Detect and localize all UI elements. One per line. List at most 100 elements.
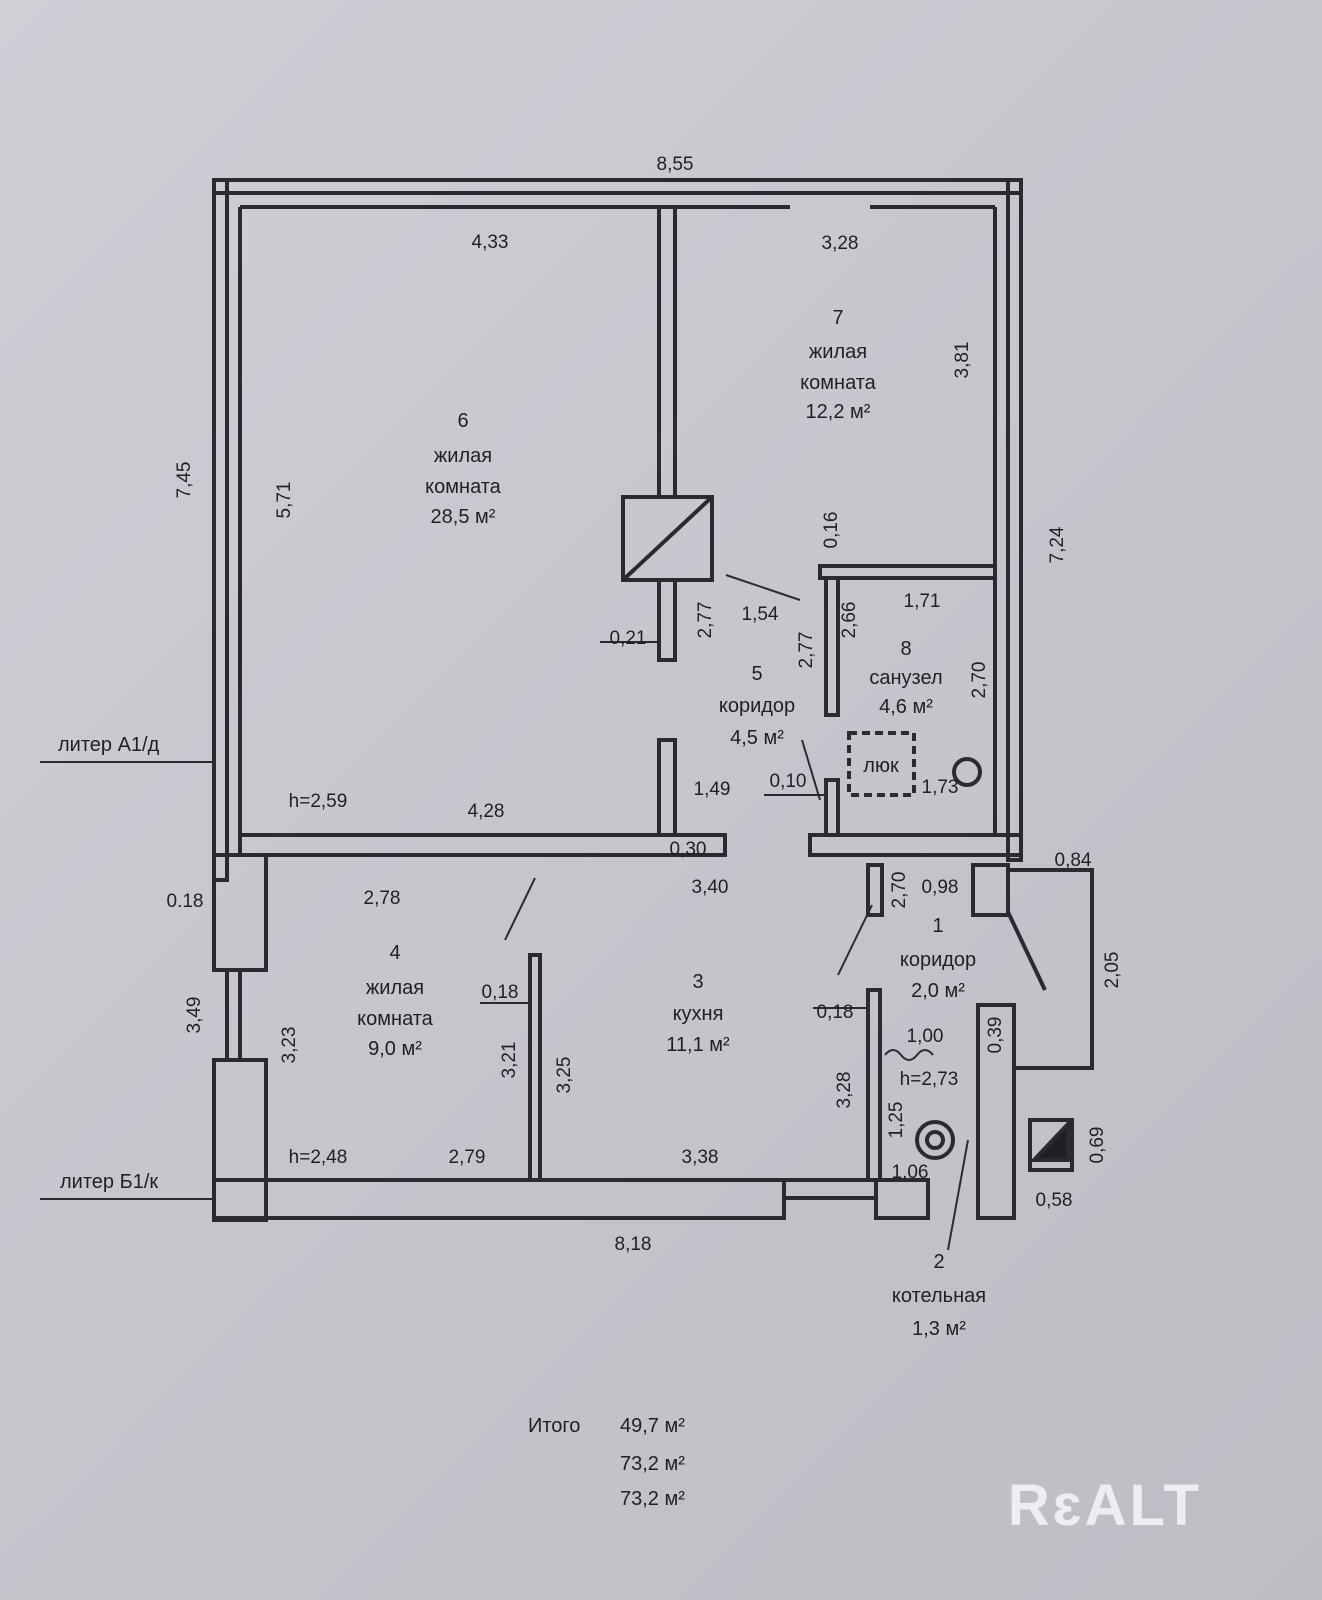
leader-boiler <box>947 1139 969 1251</box>
corr1-left-wall <box>866 863 884 917</box>
dim-left-outer-lower: 3,49 <box>184 997 205 1034</box>
left-outer-wall-upper <box>212 178 229 882</box>
room8-line1: санузел <box>869 667 942 689</box>
room6-line1: жилая <box>434 445 492 467</box>
corr1-right-block <box>971 863 1010 917</box>
liter-a-label: литер А1/д <box>58 734 160 756</box>
dim-wall-018-mid: 0,18 <box>482 982 519 1003</box>
dim-wall-039: 0,39 <box>985 1017 1006 1054</box>
dim-boiler-125: 1,25 <box>886 1102 907 1139</box>
room3-line1: кухня <box>673 1003 724 1025</box>
stove-diagonal <box>621 495 714 582</box>
right-outer-wall <box>1006 178 1023 862</box>
room4-num: 4 <box>389 942 400 964</box>
partition-6-5 <box>657 578 677 662</box>
dim-wall-030: 0,30 <box>670 839 707 860</box>
dim-right-outer: 7,24 <box>1047 526 1068 563</box>
partition-6-7 <box>657 205 677 499</box>
dim-room8-right: 2,70 <box>969 662 990 699</box>
totals-label: Итого <box>528 1415 580 1437</box>
room5-line1: коридор <box>719 695 795 717</box>
leader-010 <box>801 739 821 801</box>
dimensions: 8,55 4,33 3,28 7,45 5,71 3,81 7,24 0,16 … <box>167 154 1123 1255</box>
chimney-box <box>1028 1118 1074 1172</box>
walls <box>212 178 1094 1222</box>
room5-area: 4,5 м² <box>730 727 784 749</box>
bathroom-top-wall <box>818 564 997 580</box>
leader-kitchen-door <box>504 877 536 941</box>
room7-line1: жилая <box>809 341 867 363</box>
dim-room4-left: 3,23 <box>279 1027 300 1064</box>
room8-area: 4,6 м² <box>879 696 933 718</box>
boiler-wavy-line <box>884 1049 934 1061</box>
totals-value-3: 73,2 м² <box>620 1488 685 1510</box>
totals: Итого 49,7 м² 73,2 м² 73,2 м² <box>528 1415 685 1510</box>
bottom-wall-right <box>874 1178 930 1220</box>
dim-corr5-b: 2,77 <box>796 632 817 669</box>
totals-value-1: 49,7 м² <box>620 1415 685 1437</box>
dim-bottom-outer: 8,18 <box>615 1234 652 1255</box>
dim-top-outer: 8,55 <box>657 154 694 175</box>
room4-area: 9,0 м² <box>368 1038 422 1060</box>
dim-corr5-diag: 1,54 <box>742 604 779 625</box>
dim-porch-right: 2,05 <box>1102 952 1123 989</box>
totals-value-2: 73,2 м² <box>620 1453 685 1475</box>
boiler-icon-inner <box>925 1130 945 1150</box>
liter-b-label: литер Б1/к <box>60 1171 158 1193</box>
bottom-window <box>782 1178 878 1200</box>
boiler-left-wall <box>866 988 882 1182</box>
dim-kitchen-top: 3,40 <box>692 877 729 898</box>
porch-outline <box>1010 868 1094 1070</box>
dim-corr-149: 1,49 <box>694 779 731 800</box>
middle-wall <box>238 833 727 857</box>
room2-num: 2 <box>933 1251 944 1273</box>
dim-left-outer-upper: 7,45 <box>174 462 195 499</box>
partition-4-3 <box>528 953 542 1182</box>
top-outer-wall <box>212 178 1023 195</box>
room4-line2: комната <box>357 1008 434 1030</box>
dim-room7-right: 3,81 <box>952 342 973 379</box>
left-wall-piece-1 <box>212 853 268 972</box>
bathroom-bottom-wall <box>808 833 1023 857</box>
hatch-label: люк <box>863 755 899 777</box>
dim-porch-top: 0,84 <box>1055 850 1092 871</box>
dim-boiler-left: 3,28 <box>834 1072 855 1109</box>
leader-corr1 <box>837 904 873 976</box>
dim-wall-018-right: 0,18 <box>817 1002 854 1023</box>
watermark-logo: RɛALT <box>1008 1473 1202 1538</box>
dim-corr1-left: 2,70 <box>889 872 910 909</box>
porch-door-swing <box>1006 911 1047 991</box>
room1-area: 2,0 м² <box>911 980 965 1002</box>
room7-num: 7 <box>832 307 843 329</box>
dim-kitchen-bottom: 3,38 <box>682 1147 719 1168</box>
dim-chimney-058: 0,58 <box>1036 1190 1073 1211</box>
leader-154 <box>725 574 801 601</box>
toilet-icon <box>952 757 982 787</box>
dim-room8-bottom: 1,73 <box>922 777 959 798</box>
chimney-icon <box>1029 1118 1070 1162</box>
room3-num: 3 <box>692 971 703 993</box>
hatch-box <box>847 731 916 797</box>
dim-h-corr1: h=2,73 <box>900 1069 959 1090</box>
dim-boiler-106: 1,06 <box>892 1162 929 1183</box>
dim-wall-018-left: 0.18 <box>167 891 204 912</box>
dim-corr1-top: 0,98 <box>922 877 959 898</box>
dim-boiler-100: 1,00 <box>907 1026 944 1047</box>
dim-room8-top: 1,71 <box>904 591 941 612</box>
dim-room6-bottom: 4,28 <box>468 801 505 822</box>
dim-corr5-a: 2,77 <box>695 602 716 639</box>
bathroom-left-wall <box>824 576 840 717</box>
left-window <box>225 968 242 1062</box>
bathroom-left-wall-lower <box>824 778 840 837</box>
boiler-right-wall <box>976 1003 1016 1220</box>
dim-room8-left: 2,66 <box>839 602 860 639</box>
boiler-icon <box>915 1120 955 1160</box>
room-labels: 6 жилая комната 28,5 м² 7 жилая комната … <box>357 307 986 1340</box>
dim-wall-010: 0,10 <box>770 771 807 792</box>
stove <box>621 495 714 582</box>
dim-h-room6: h=2,59 <box>289 791 348 812</box>
dim-wall-021: 0,21 <box>610 628 647 649</box>
room6-num: 6 <box>457 410 468 432</box>
room4-line1: жилая <box>366 977 424 999</box>
